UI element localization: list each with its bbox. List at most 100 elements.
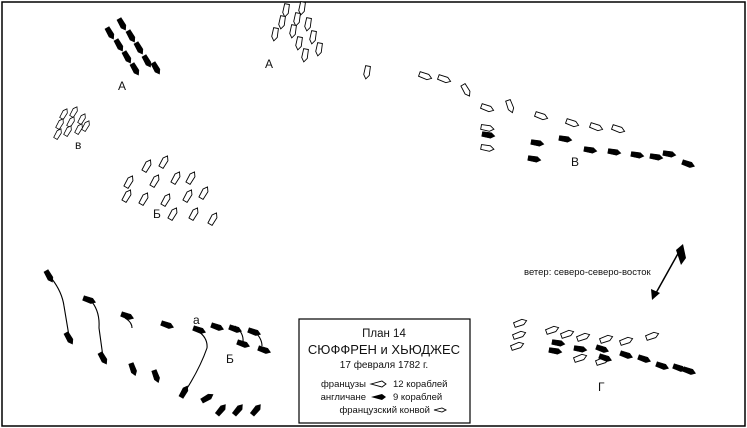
english-ship-marker (583, 146, 598, 154)
french-ship-marker (293, 12, 301, 27)
ship-markers (43, 1, 696, 417)
french-ship-marker (278, 15, 286, 30)
english-ship-marker (150, 61, 161, 75)
french-ship-marker (301, 48, 309, 63)
legend-title: План 14 (362, 328, 406, 340)
english-ship-marker (527, 155, 542, 163)
english-ship-marker (548, 347, 563, 355)
french-ship-marker (309, 30, 317, 45)
french-ship-marker (304, 17, 312, 32)
english-ship-marker (649, 153, 664, 161)
english-ship-marker (257, 345, 271, 354)
english-ship-marker (662, 150, 677, 158)
french-ship-marker (141, 159, 152, 174)
french-ship-marker (512, 318, 528, 328)
french-ship-marker (417, 71, 433, 81)
french-ship-marker (63, 125, 72, 137)
legend-frame (298, 318, 471, 424)
english-ship-marker (192, 325, 206, 334)
french-ship-marker (460, 82, 471, 97)
french-ship-marker (69, 106, 78, 118)
ship-tracks (51, 278, 263, 391)
english-ship-marker (128, 362, 137, 376)
english-ship-marker (121, 50, 132, 64)
french-ship-marker (559, 329, 575, 339)
track-line (185, 330, 208, 391)
english-ship-marker (210, 322, 224, 331)
french-ship-marker (271, 27, 279, 42)
french-ship-marker (289, 24, 297, 39)
french-ship-marker (480, 144, 495, 152)
legend-french-label: французы (321, 379, 366, 390)
french-ship-marker (509, 341, 525, 351)
french-ship-marker (121, 189, 132, 204)
english-ship-marker (160, 320, 174, 329)
french-ship-marker (182, 189, 193, 204)
legend-english-count: 9 кораблей (393, 392, 442, 403)
label-a-top-middle: А (265, 57, 273, 71)
french-ship-marker (533, 111, 549, 121)
label-v-small: в (75, 138, 81, 152)
english-ship-marker (551, 339, 566, 347)
french-ship-marker (81, 120, 90, 132)
english-ship-marker (82, 295, 96, 304)
french-ship-marker (295, 36, 303, 51)
french-ship-marker (188, 207, 199, 222)
english-ship-marker (141, 54, 152, 68)
french-ship-marker (544, 325, 560, 335)
english-ship-marker (558, 135, 573, 143)
legend-box: План 14 СЮФФРЕН и ХЬЮДЖЕС 17 февраля 178… (298, 318, 471, 424)
english-ship-marker (178, 385, 189, 399)
french-ship-marker (315, 42, 323, 57)
english-ship-marker (595, 344, 609, 353)
track-line (51, 278, 70, 337)
legend-convoy-label: французский конвой (339, 405, 430, 416)
french-ship-marker (588, 122, 604, 132)
french-ship-marker (149, 174, 160, 189)
english-ship-marker (598, 353, 612, 362)
french-ship-marker (185, 171, 196, 186)
label-a-top-left: А (118, 79, 126, 93)
label-b-middle: Б (153, 207, 161, 221)
label-v-right: В (571, 155, 579, 169)
french-ship-marker (207, 212, 218, 227)
english-ship-marker (133, 41, 144, 55)
french-ship-marker (598, 334, 614, 344)
english-ship-marker (214, 404, 226, 417)
legend-french-count: 12 кораблей (393, 379, 447, 390)
english-ship-marker (231, 404, 243, 417)
french-ship-marker (505, 98, 515, 114)
french-ship-marker (618, 336, 634, 346)
english-ship-marker (607, 148, 622, 156)
english-ship-marker (682, 366, 696, 375)
french-ship-marker (564, 118, 580, 128)
english-ship-marker (104, 26, 115, 40)
french-ship-marker (436, 74, 452, 84)
wind-arrow-shaft (655, 249, 681, 294)
english-ship-marker (655, 361, 669, 370)
english-ship-marker (113, 38, 124, 52)
wind-arrow-feather (676, 244, 686, 265)
english-ship-marker (151, 369, 160, 383)
legend-convoy-ship-icon (433, 407, 448, 413)
french-ship-marker (55, 118, 64, 130)
legend-date: 17 февраля 1782 г. (340, 359, 428, 371)
french-ship-marker (123, 175, 134, 190)
french-ship-marker (572, 353, 588, 363)
french-ship-marker (479, 103, 495, 113)
english-ship-marker (120, 311, 134, 320)
legend-english-ship-icon (371, 394, 386, 400)
french-ship-marker (138, 192, 149, 207)
legend-french-ship-shape (369, 380, 387, 388)
english-ship-marker (63, 331, 74, 345)
wind-arrow-icon (651, 244, 686, 300)
label-a-lower: а (193, 313, 200, 327)
french-ship-marker (74, 123, 83, 135)
french-ship-marker (511, 330, 527, 340)
english-ship-marker (681, 159, 695, 168)
track-line (234, 325, 244, 343)
english-ship-marker (249, 404, 261, 417)
